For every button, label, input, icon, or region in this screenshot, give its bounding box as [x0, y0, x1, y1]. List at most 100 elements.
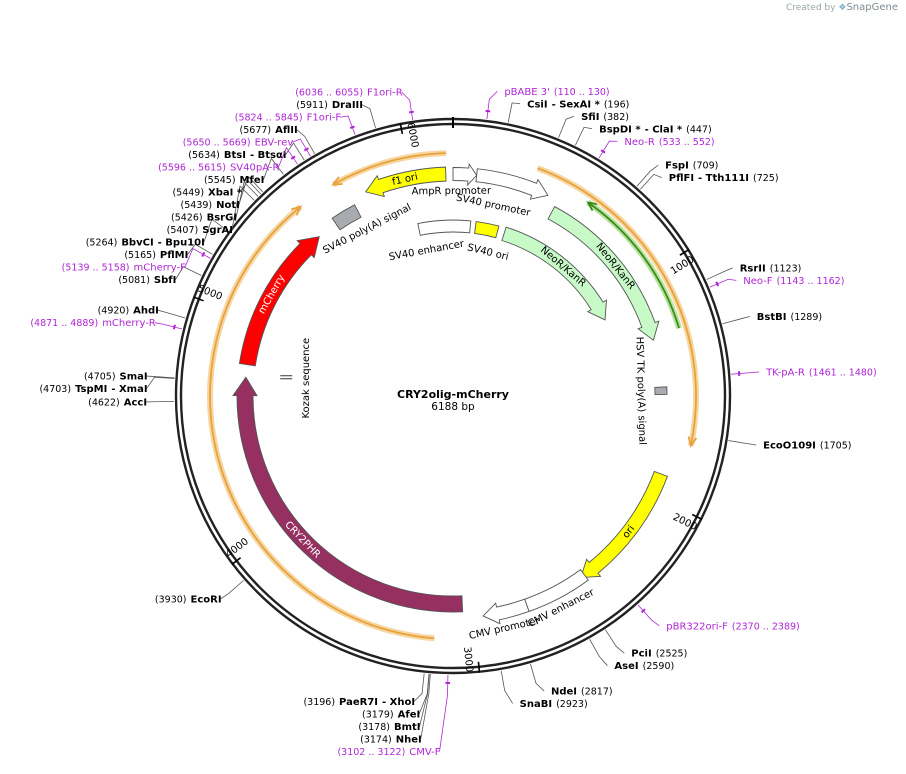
tick-mark [679, 248, 690, 256]
site-label: (5911)DraIII [296, 100, 363, 111]
site-name: NheI [396, 734, 422, 745]
leader-line [146, 375, 175, 379]
leader-line [637, 604, 660, 627]
site-label: EcoO109I(1705) [763, 441, 851, 452]
site-label: (5407)SgrAI [167, 225, 233, 236]
site-num: (5677) [240, 125, 272, 136]
site-name: AfeI [398, 709, 421, 720]
primer-pbabe3: pBABE 3'(110 .. 130) [504, 87, 609, 98]
inner-label-lbl-sv40-enhancer: SV40 enhancer [388, 238, 466, 263]
site-num: (5545) [204, 175, 236, 186]
feature-hsv-tk-polya [654, 386, 668, 396]
site-name: SgrAI [202, 225, 233, 236]
leader-line [439, 674, 449, 752]
site-snabi: SnaBI(2923) [520, 699, 588, 710]
tick-mark [192, 296, 204, 302]
site-label: PflFI- Tth111I(725) [669, 173, 779, 184]
site-label: (5677)AflII [240, 125, 298, 136]
site-sgrai: (5407)SgrAI [167, 225, 233, 236]
site-name: PflFI [669, 173, 694, 184]
leader-line [235, 181, 259, 218]
site-num: (5081) [118, 275, 150, 286]
leader-line [340, 115, 356, 135]
leader-line [154, 322, 183, 330]
site-extra: - XhoI [382, 697, 415, 708]
feature-ori [580, 470, 669, 579]
tick-mark [691, 513, 703, 521]
leader-line [598, 140, 618, 159]
primer-pbr322ori-f: pBR322ori-F(2370 .. 2389) [666, 621, 799, 632]
site-name: NotI [216, 200, 240, 211]
primer-label: (5596 .. 5615)SV40pA-R [158, 163, 279, 174]
feature-mcherry [238, 236, 320, 367]
site-num: (725) [753, 173, 779, 184]
primer-label: Neo-F(1143 .. 1162) [743, 276, 844, 287]
leader-line [401, 91, 414, 120]
site-layer: CsiI- SexAI *(196) SfiI(382)BspDI *- ClaI… [30, 87, 876, 758]
leader-line [731, 371, 760, 375]
primer-name: CMV-F [409, 747, 440, 758]
feature-sv40-enhancer [417, 219, 472, 236]
primer-num: (4871 .. 4889) [30, 318, 98, 329]
site-name: RsrII [740, 263, 766, 274]
site-num: (5426) [171, 213, 203, 224]
site-label: (4622)AccI [88, 397, 147, 408]
primer-name: F1ori-R [367, 88, 403, 99]
site-name: PaeR7I [339, 697, 378, 708]
site-label: BstBI(1289) [757, 312, 822, 323]
site-name: SfiI [581, 112, 599, 123]
primer-mark [349, 125, 355, 130]
site-label: SfiI(382) [581, 112, 629, 123]
site-num: (4703) [39, 384, 71, 395]
leader-line [558, 115, 575, 138]
primer-cmv-f: (3102 .. 3122)CMV-F [337, 747, 440, 758]
feature-sv40-polya [331, 204, 362, 231]
site-num: (5439) [181, 200, 213, 211]
site-label: BspDI *- ClaI *(447) [599, 124, 712, 135]
leader-line [507, 102, 521, 123]
tick-mark [477, 661, 481, 673]
site-bstbi: BstBI(1289) [757, 312, 822, 323]
primer-name: pBR322ori-F [666, 621, 728, 632]
feature-label: NeoR/KanR [593, 241, 637, 292]
site-num: (5634) [188, 150, 220, 161]
tick-label: 4000 [224, 536, 251, 560]
primer-mark [715, 281, 720, 287]
site-label: (5545)MfeI [204, 175, 264, 186]
site-label: (5449)XbaI * [172, 188, 242, 199]
primer-label: pBR322ori-F(2370 .. 2389) [666, 621, 799, 632]
orf-line [587, 201, 680, 329]
leader-line [728, 440, 757, 446]
leader-line [636, 164, 659, 187]
primer-name: F1ori-F [307, 113, 342, 124]
primer-label: (5650 .. 5669)EBV-rev [183, 138, 294, 149]
inner-label-lbl-sv40-ori: SV40 ori [466, 242, 510, 263]
primer-mark [409, 110, 414, 114]
site-num: (709) [693, 161, 719, 172]
site-name: BmtI [394, 722, 421, 733]
site-label: (5634)BtsI- BtsαI [188, 150, 286, 161]
leader-line [419, 673, 430, 727]
feature-cry2phr [232, 376, 464, 613]
primer-mark [600, 149, 606, 154]
leader-line [157, 309, 186, 319]
orf-arrowhead [687, 436, 698, 448]
primer-tk-pa-r: TK-pA-R(1461 .. 1480) [765, 368, 877, 379]
primer-num: (5139 .. 5158) [62, 263, 130, 274]
leader-line [530, 663, 545, 692]
site-bsrgi: (5426)BsrGI [171, 213, 237, 224]
orf-arrowhead [331, 176, 343, 186]
site-name: BbvCI [121, 238, 153, 249]
site-name: BstBI [757, 312, 787, 323]
site-num: (3930) [155, 594, 187, 605]
primer-ebv-rev: (5650 .. 5669)EBV-rev [183, 138, 294, 149]
site-label: (5264)BbvCI- Bpu10I [86, 238, 205, 249]
leader-line [706, 267, 733, 280]
leader-line [220, 580, 244, 600]
site-num: (4705) [84, 372, 116, 383]
orf-arrowhead [586, 201, 598, 212]
site-label: CsiI- SexAI *(196) [527, 99, 629, 110]
feature-label: NeoR/KanR [538, 245, 588, 290]
primer-num: (6036 .. 6055) [295, 88, 363, 99]
primer-name: mCherry-F [134, 263, 187, 274]
